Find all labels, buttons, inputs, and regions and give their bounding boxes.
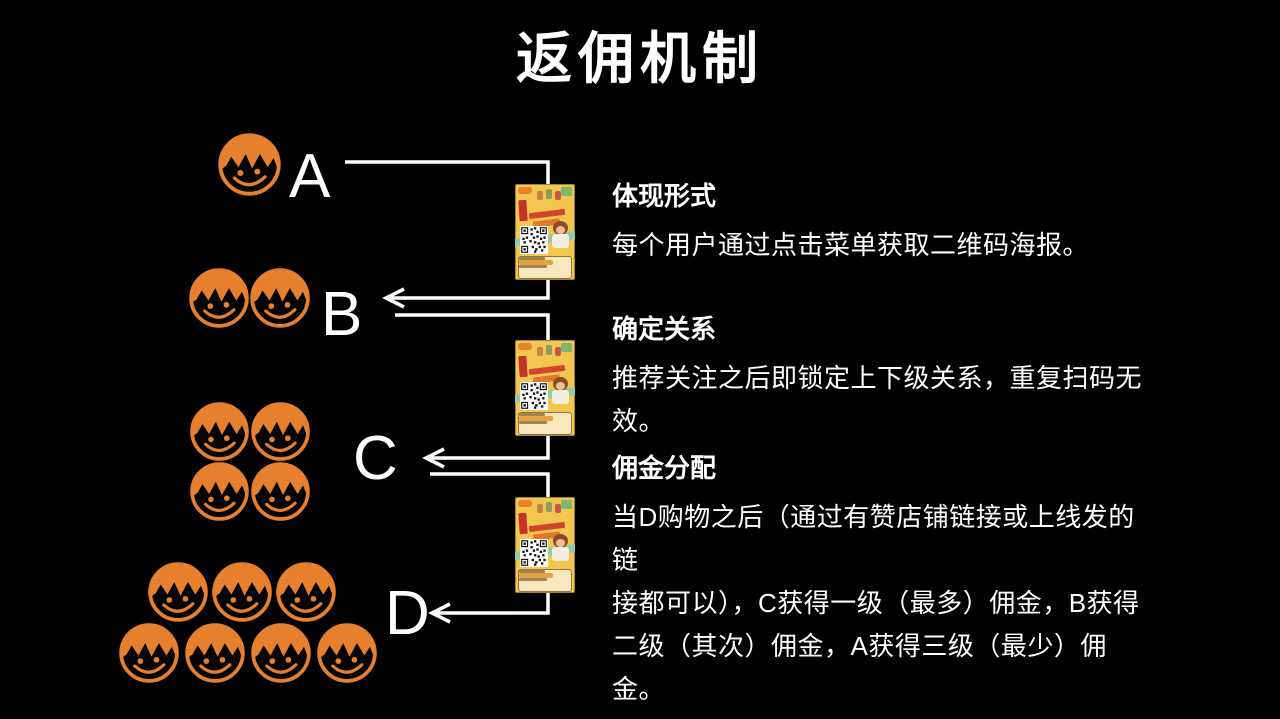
user-face-icon xyxy=(147,561,209,623)
arrowhead-b xyxy=(382,287,405,309)
user-face-icon xyxy=(217,132,282,197)
user-face-icon xyxy=(184,622,246,684)
user-face-icon xyxy=(250,401,311,462)
qr-code-icon xyxy=(520,382,548,410)
node-label-b: B xyxy=(321,280,363,349)
node-label-c: C xyxy=(353,424,398,493)
page-title: 返佣机制 xyxy=(516,27,764,90)
qr-poster-icon xyxy=(515,497,575,593)
node-label-d: D xyxy=(385,579,430,648)
qr-code-icon xyxy=(520,226,548,254)
section-heading: 体现形式 xyxy=(612,181,717,211)
user-face-icon xyxy=(189,401,250,462)
user-face-icon xyxy=(316,622,378,684)
user-face-icon xyxy=(249,267,311,329)
section-display-form: 体现形式 每个用户通过点击菜单获取二维码海报。 xyxy=(612,181,1157,267)
arrowhead-d xyxy=(428,602,451,624)
user-face-icon xyxy=(211,561,273,623)
section-relationship: 确定关系 推荐关注之后即锁定上下级关系，重复扫码无效。 xyxy=(612,314,1157,443)
user-face-icon xyxy=(188,267,250,329)
user-face-icon xyxy=(250,622,312,684)
node-label-a: A xyxy=(289,142,331,211)
section-body: 每个用户通过点击菜单获取二维码海报。 xyxy=(612,230,1090,260)
section-body: 推荐关注之后即锁定上下级关系，重复扫码无效。 xyxy=(612,363,1143,436)
user-face-icon xyxy=(118,622,180,684)
user-face-icon xyxy=(250,461,311,522)
qr-poster-icon xyxy=(515,184,575,280)
user-face-icon xyxy=(189,461,250,522)
user-face-icon xyxy=(275,561,337,623)
section-body: 当D购物之后（通过有赞店铺链接或上线发的链 接都可以），C获得一级（最多）佣金，… xyxy=(612,502,1140,704)
arrowhead-c xyxy=(422,447,445,469)
section-heading: 佣金分配 xyxy=(612,453,717,483)
qr-poster-icon xyxy=(515,340,575,436)
section-heading: 确定关系 xyxy=(612,314,717,344)
section-commission: 佣金分配 当D购物之后（通过有赞店铺链接或上线发的链 接都可以），C获得一级（最… xyxy=(612,453,1157,711)
qr-code-icon xyxy=(520,539,548,567)
